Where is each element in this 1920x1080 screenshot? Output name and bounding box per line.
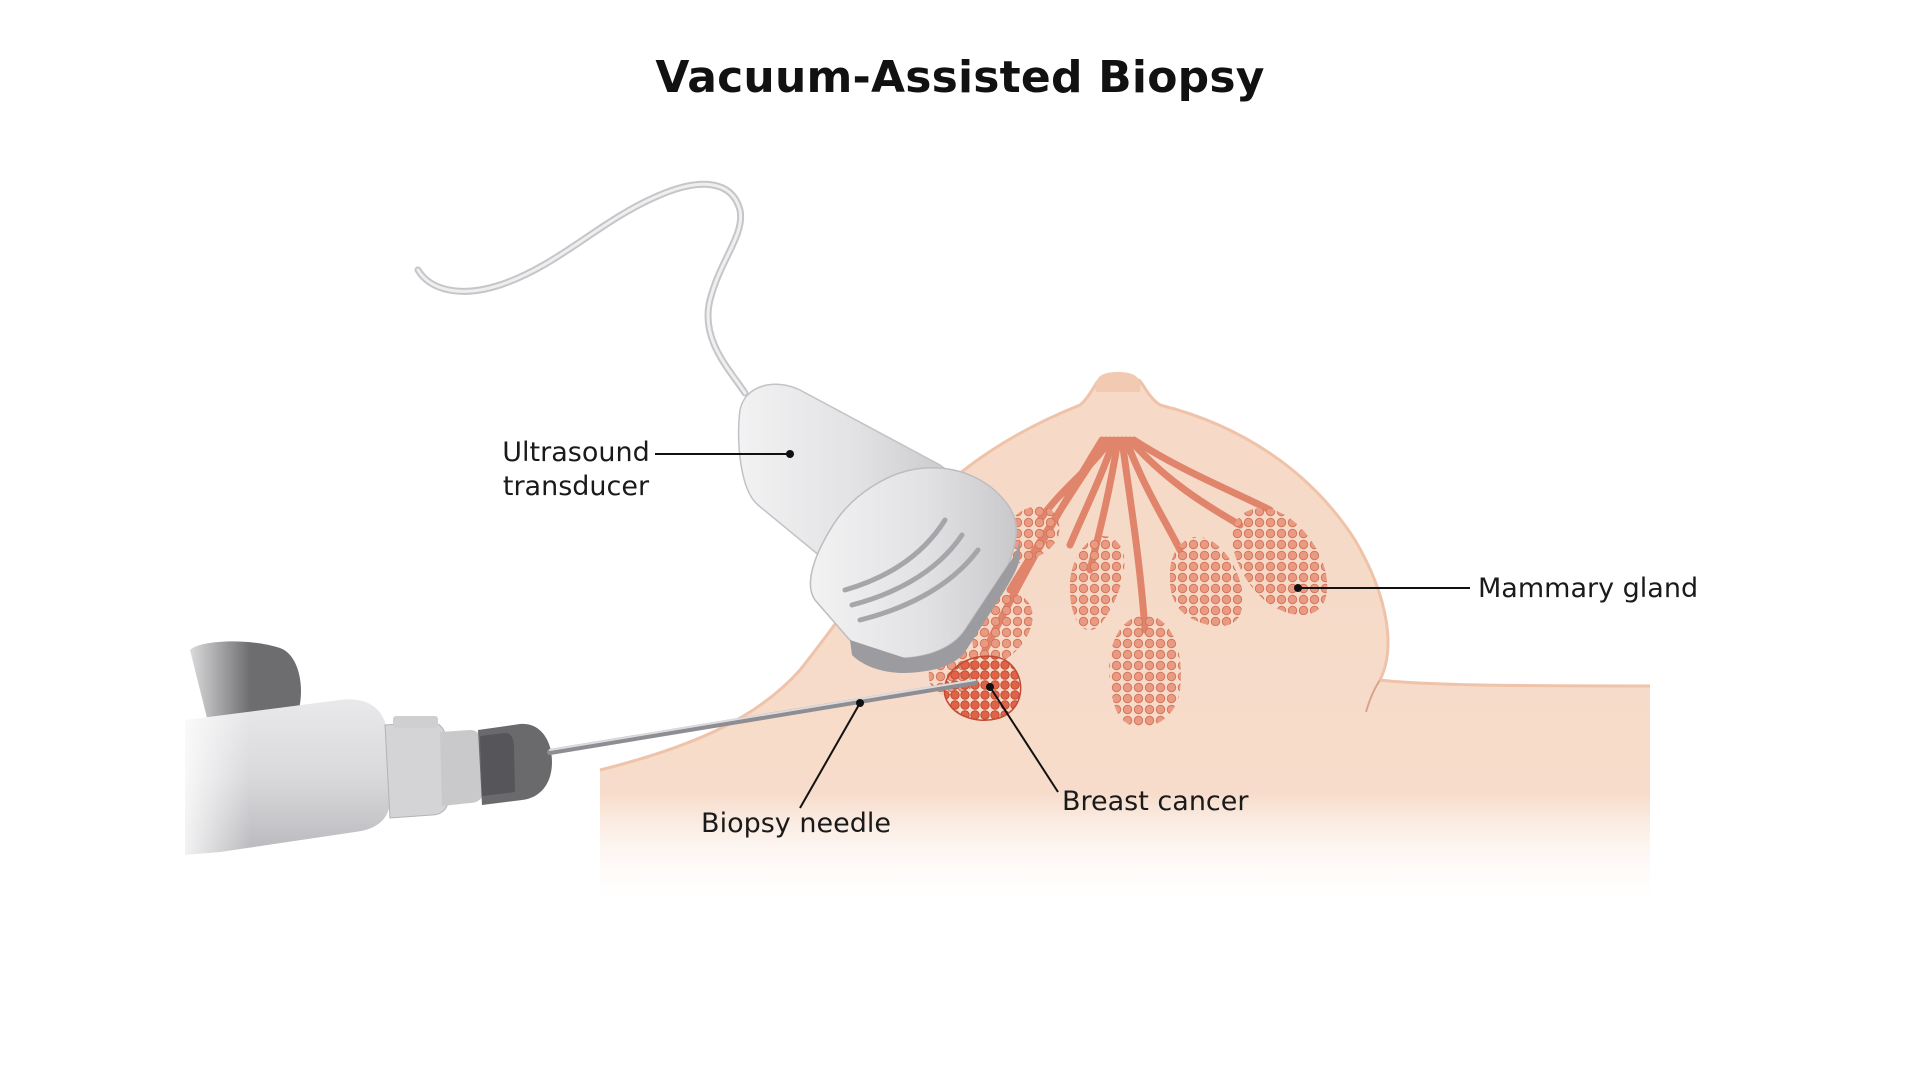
mammary-gland-label: Mammary gland [1478,573,1698,604]
label-mammary-gland: Mammary gland [1294,573,1698,604]
biopsy-needle [547,679,978,755]
label-biopsy-needle: Biopsy needle [701,699,891,839]
ultrasound-transducer [414,180,1020,673]
breast-cancer-label: Breast cancer [1062,786,1249,817]
biopsy-needle-label: Biopsy needle [701,808,891,839]
label-ultrasound-transducer: Ultrasound transducer [502,437,794,502]
page-title: Vacuum-Assisted Biopsy [655,52,1265,103]
ultrasound-label-line2: transducer [503,471,650,502]
ultrasound-label-line1: Ultrasound [502,437,649,468]
biopsy-device [170,630,552,870]
label-breast-cancer: Breast cancer [986,683,1249,817]
